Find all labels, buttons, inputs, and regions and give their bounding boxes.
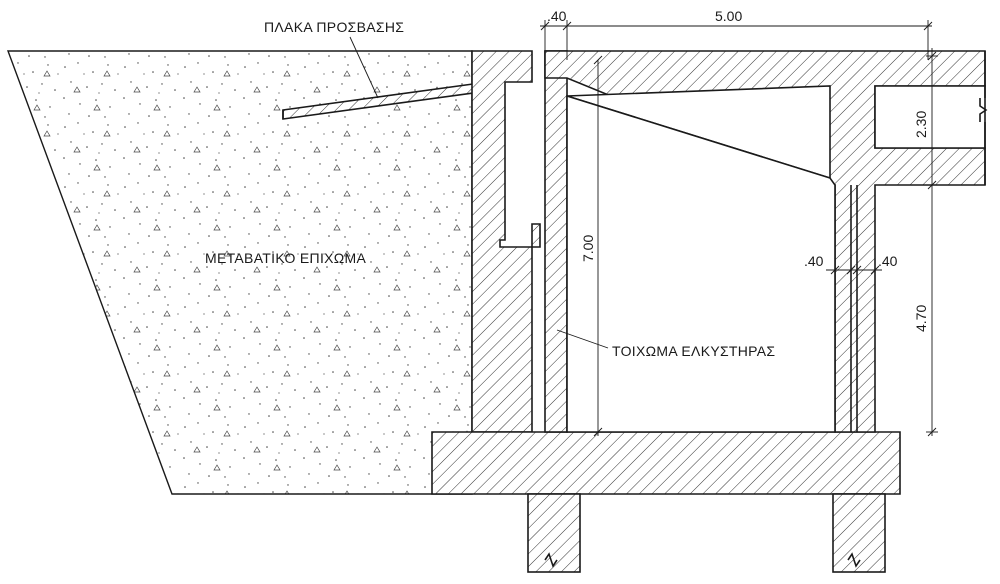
- box-void: [566, 94, 836, 433]
- pile-right: [832, 493, 886, 573]
- dim-wall-thickness: .40: [547, 8, 567, 24]
- top-dimension: [540, 20, 933, 60]
- approach-slab-label: ΠΛΑΚΑ ΠΡΟΣΒΑΣΗΣ: [264, 19, 404, 35]
- transition-fill-area: [6, 50, 473, 495]
- transition-fill-label: ΜΕΤΑΒΑΤΙΚΟ ΕΠΙΧΩΜΑ: [205, 250, 367, 266]
- abutment-wall-label: ΤΟΙΧΩΜΑ ΕΛΚΥΣΤΗΡΑΣ: [612, 343, 775, 359]
- gap-dimension: [826, 265, 882, 275]
- dim-upper-height: 2.30: [913, 111, 929, 138]
- dim-lower-height: 4.70: [913, 305, 929, 332]
- dim-total-height: 7.00: [580, 235, 596, 262]
- pile-break-right: [847, 552, 861, 568]
- dim-left-gap: .40: [804, 253, 824, 269]
- approach-slab-leader: [349, 36, 379, 99]
- deck-break-line: [979, 98, 988, 122]
- tension-wall: [544, 50, 568, 433]
- abutment-wall-leader: [556, 329, 609, 349]
- pile-break-left: [544, 552, 558, 568]
- right-height-dimension: [926, 48, 938, 437]
- height-dimension-7: [593, 55, 603, 437]
- cantilever-void: [874, 85, 986, 149]
- abutment-back-wall: [471, 50, 541, 433]
- dim-right-gap: .40: [878, 253, 898, 269]
- dim-span-width: 5.00: [715, 8, 742, 24]
- pile-left: [527, 493, 581, 573]
- foundation-slab: [431, 431, 901, 495]
